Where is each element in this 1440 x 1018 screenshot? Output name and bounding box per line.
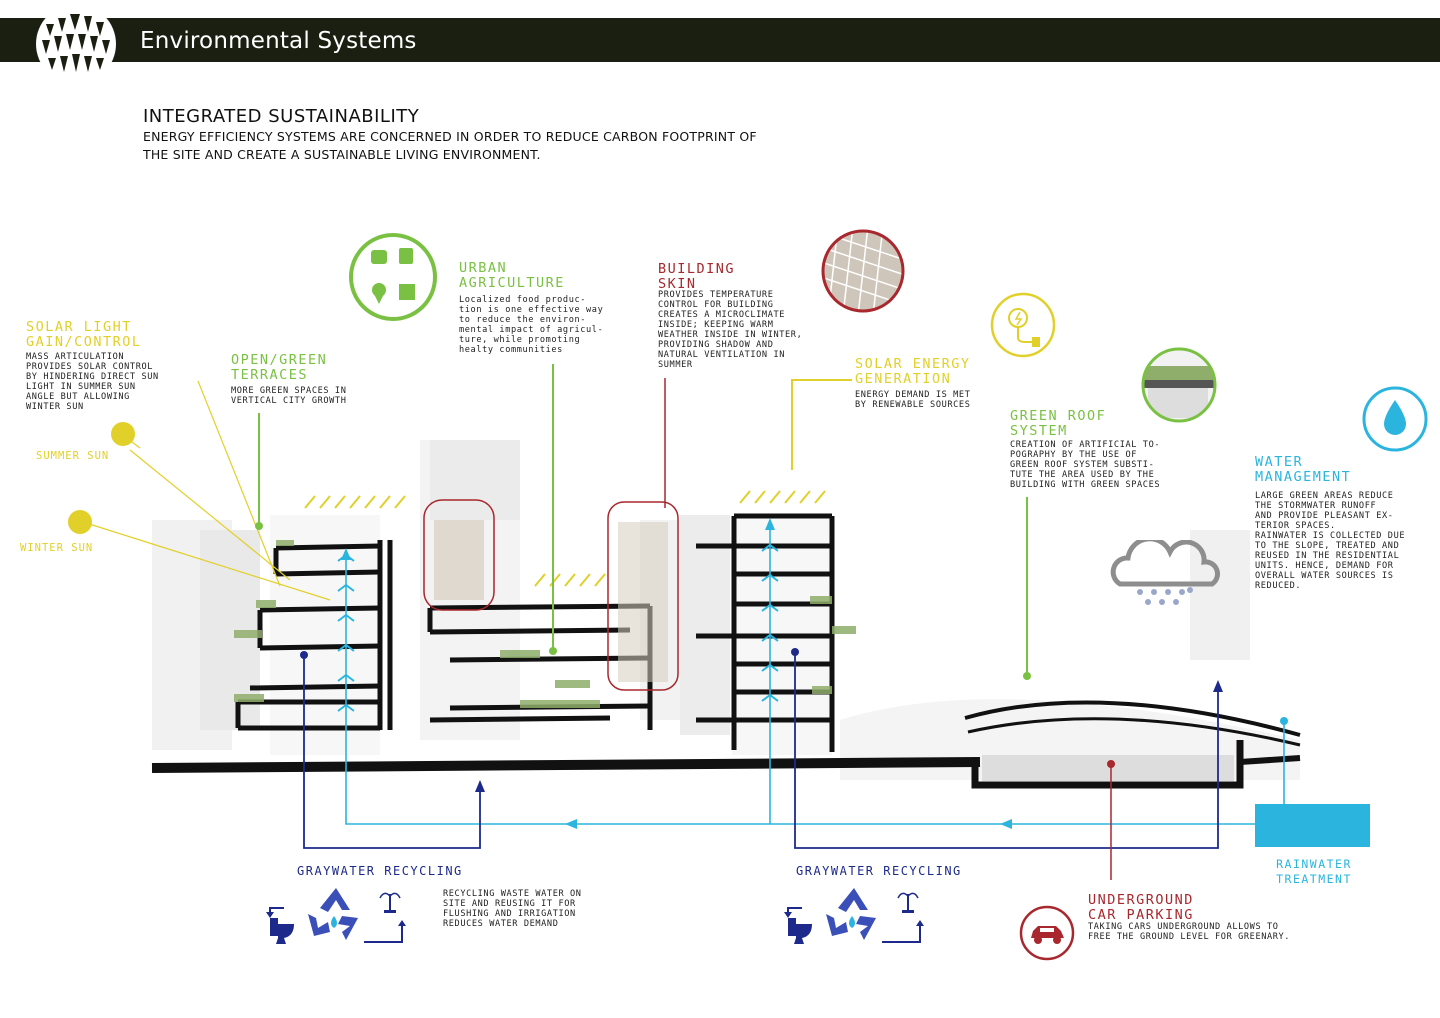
solar-light-body: MASS ARTICULATION PROVIDES SOLAR CONTROL… — [26, 352, 159, 412]
solar-energy-body: ENERGY DEMAND IS MET BY RENEWABLE SOURCE… — [855, 390, 971, 410]
urban-agriculture-icon — [349, 233, 437, 321]
page-title: Environmental Systems — [140, 28, 417, 54]
fountain-icon — [379, 892, 401, 913]
urban-agriculture-body: Localized food produc- tion is one effec… — [459, 295, 604, 355]
graywater-right-title: GRAYWATER RECYCLING — [796, 864, 962, 878]
toilet-icon — [788, 918, 812, 944]
intro-title: INTEGRATED SUSTAINABILITY — [143, 106, 420, 127]
building-skin-body: PROVIDES TEMPERATURE CONTROL FOR BUILDIN… — [658, 290, 803, 370]
winter-sun-label: WINTER SUN — [20, 542, 94, 554]
building-skin-icon — [821, 229, 905, 313]
urban-agriculture-title: URBAN AGRICULTURE — [459, 260, 565, 291]
parking-title: UNDERGROUND CAR PARKING — [1088, 892, 1194, 923]
summer-sun-label: SUMMER SUN — [36, 450, 110, 462]
recycle-icon — [308, 888, 358, 940]
recycle-icon — [826, 888, 876, 940]
solar-plug-icon — [990, 292, 1056, 358]
building-skin-title: BUILDING SKIN — [658, 261, 736, 292]
water-management-body: LARGE GREEN AREAS REDUCE THE STORMWATER … — [1255, 491, 1406, 591]
green-roof-body: CREATION OF ARTIFICIAL TO- POGRAPHY BY T… — [1010, 440, 1161, 490]
graywater-left-body: RECYCLING WASTE WATER ON SITE AND REUSIN… — [443, 889, 582, 929]
open-green-title: OPEN/GREEN TERRACES — [231, 352, 328, 383]
graywater-icons-right — [784, 888, 924, 944]
solar-light-title: SOLAR LIGHT GAIN/CONTROL — [26, 319, 142, 350]
green-roof-title: GREEN ROOF SYSTEM — [1010, 408, 1107, 439]
graywater-left-title: GRAYWATER RECYCLING — [297, 864, 463, 878]
intro-subtitle: ENERGY EFFICIENCY SYSTEMS ARE CONCERNED … — [143, 129, 757, 162]
water-drop-icon — [1362, 386, 1428, 452]
toilet-icon — [270, 918, 294, 944]
parking-body: TAKING CARS UNDERGROUND ALLOWS TO FREE T… — [1088, 922, 1291, 942]
water-management-title: WATER MANAGEMENT — [1255, 454, 1352, 485]
open-green-body: MORE GREEN SPACES IN VERTICAL CITY GROWT… — [231, 386, 347, 406]
rain-cloud-icon — [1110, 540, 1220, 605]
graywater-icons-left — [266, 888, 406, 944]
header-bar — [0, 18, 1440, 62]
green-roof-icon — [1141, 347, 1217, 423]
logo-emblem-icon — [36, 4, 116, 84]
rainwater-treatment-label: RAINWATER TREATMENT — [1276, 857, 1352, 886]
fountain-icon — [897, 892, 919, 913]
rainwater-tank — [1255, 804, 1370, 847]
solar-energy-title: SOLAR ENERGY GENERATION — [855, 356, 971, 387]
car-icon — [1019, 905, 1075, 961]
